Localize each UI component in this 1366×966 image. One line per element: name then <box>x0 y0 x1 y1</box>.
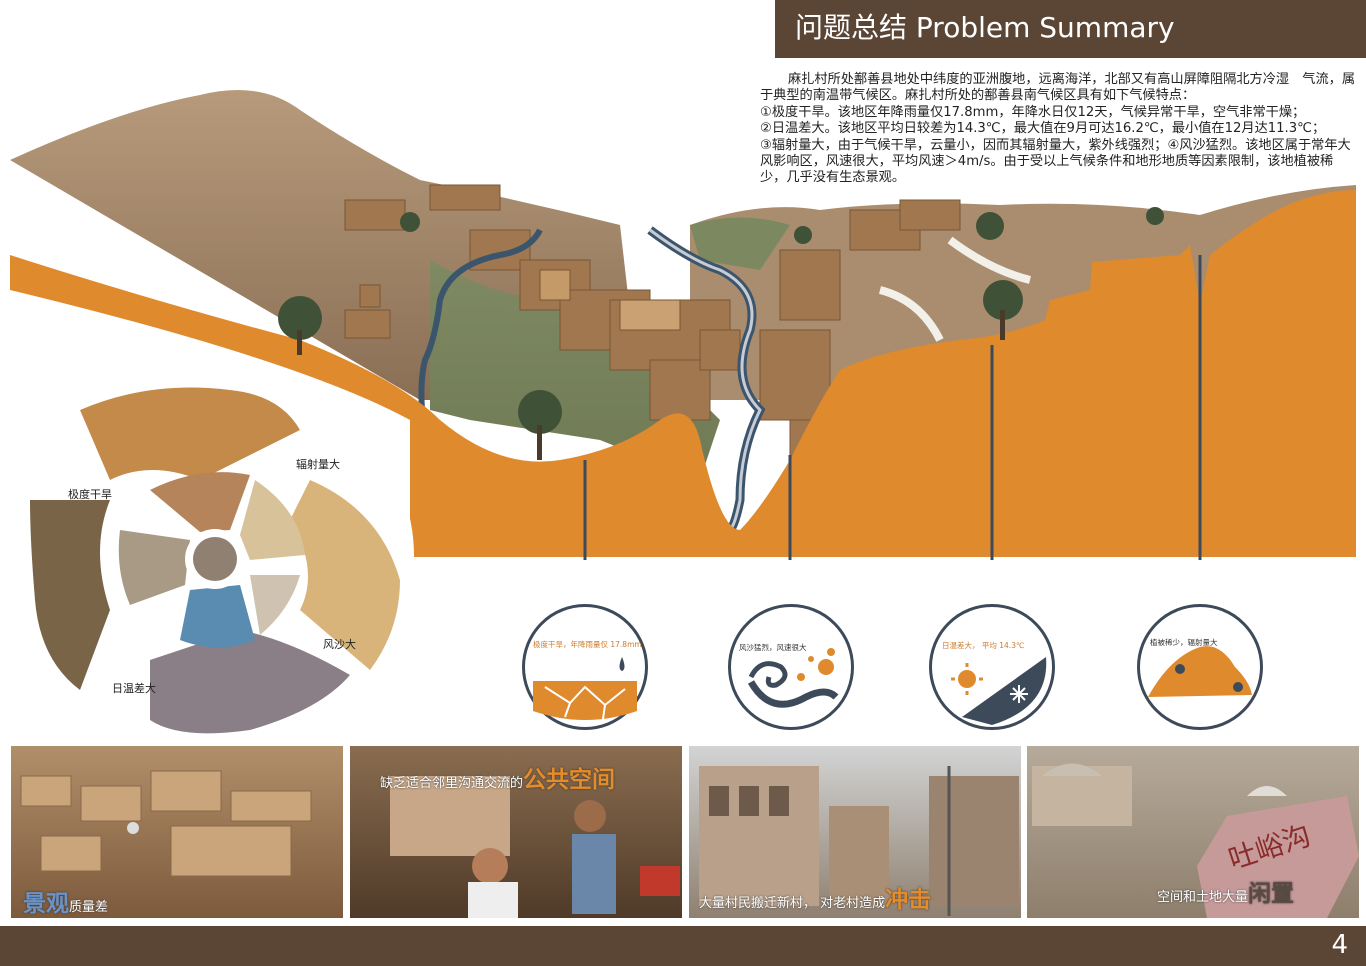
photo-relocation: 大量村民搬迁新村， 对老村造成冲击 <box>689 746 1021 918</box>
label-drought: 极度干旱 <box>68 488 112 501</box>
wheel-inner-segments <box>118 472 305 648</box>
village-photo <box>20 770 312 877</box>
street-photo <box>699 766 1019 916</box>
caption-idle-land-big: 闲置 <box>1248 881 1295 907</box>
intro-point-1: ①极度干旱。该地区年降雨量仅17.8mm，年降水日仅12天，气候异常干旱，空气非… <box>760 104 1306 120</box>
hill-green-right <box>690 217 790 270</box>
trees <box>278 207 1164 460</box>
icon-drought-text: 极度干旱，年降雨量仅 17.8mm <box>533 640 642 649</box>
caption-idle-land-small: 空间和土地大量 <box>1157 890 1249 905</box>
cracked-earth-icon <box>533 657 637 720</box>
caption-public-space-big: 公共空间 <box>523 767 616 793</box>
road <box>878 236 1031 342</box>
icon-vegetation-text: 植被稀少，辐射量大 <box>1150 638 1218 647</box>
caption-relocation-small: 大量村民搬迁新村， 对老村造成 <box>699 896 886 911</box>
caption-idle-land: 空间和土地大量闲置 <box>1157 874 1294 908</box>
caption-landscape-small: 质量差 <box>69 900 109 915</box>
footer-bar: 4 <box>0 926 1366 966</box>
label-sand: 风沙大 <box>323 638 356 651</box>
page-number: 4 <box>1331 930 1348 960</box>
photo-idle-land: 吐峪沟 空间和土地大量闲置 <box>1027 746 1359 918</box>
intro-point-3: ③辐射量大，由于气候干旱，云量小，因而其辐射量大，紫外线强烈；④风沙猛烈。该地区… <box>760 137 1351 186</box>
section-ground <box>10 190 1356 557</box>
caption-public-space-small: 缺乏适合邻里沟通交流的 <box>380 776 524 791</box>
sun-snow-icon <box>951 657 1047 725</box>
climate-wheel <box>30 378 414 734</box>
pin-lines <box>583 255 1202 560</box>
intro-text: 麻扎村所处鄯善县地处中纬度的亚洲腹地，远离海洋，北部又有高山屏障阻隔北方冷湿 气… <box>760 72 1358 187</box>
caption-relocation: 大量村民搬迁新村， 对老村造成冲击 <box>699 880 931 914</box>
photo-landscape-quality: 景观质量差 <box>11 746 343 918</box>
intro-paragraph: 麻扎村所处鄯善县地处中纬度的亚洲腹地，远离海洋，北部又有高山屏障阻隔北方冷湿 气… <box>760 72 1356 104</box>
stream-left <box>418 228 543 411</box>
intro-point-2: ②日温差大。该地区平均日较差为14.3℃，最大值在9月可达16.2℃，最小值在1… <box>760 121 1326 137</box>
caption-landscape-big: 景观 <box>23 891 69 917</box>
wind-swirl-icon <box>747 648 839 708</box>
village-buildings <box>344 184 961 471</box>
icon-wind-text: 风沙猛烈，风速很大 <box>739 643 807 652</box>
caption-relocation-big: 冲击 <box>885 887 932 913</box>
river-inner <box>649 228 762 532</box>
icon-temp-text: 日温差大， 平均 14.3℃ <box>942 641 1025 650</box>
icon-temp: 日温差大， 平均 14.3℃ <box>929 604 1055 730</box>
label-temp-diff: 日温差大 <box>112 682 156 695</box>
caption-landscape: 景观质量差 <box>23 884 108 918</box>
page-title: 问题总结 Problem Summary <box>795 11 1175 44</box>
villagers-photo <box>390 776 680 918</box>
landscape-section <box>10 90 1356 560</box>
icon-wind: 风沙猛烈，风速很大 <box>728 604 854 730</box>
photo-public-space: 缺乏适合邻里沟通交流的公共空间 <box>350 746 682 918</box>
valley-green <box>430 260 720 480</box>
label-radiation: 辐射量大 <box>296 458 340 471</box>
icon-vegetation: 植被稀少，辐射量大 <box>1137 604 1263 730</box>
caption-public-space: 缺乏适合邻里沟通交流的公共空间 <box>380 760 615 794</box>
bare-hill-icon <box>1148 646 1252 697</box>
icon-drought: 极度干旱，年降雨量仅 17.8mm <box>522 604 648 730</box>
tuyugou-photo <box>1032 763 1359 918</box>
title-bar: 问题总结 Problem Summary <box>775 0 1366 58</box>
wheel-outer-segments <box>30 387 400 734</box>
